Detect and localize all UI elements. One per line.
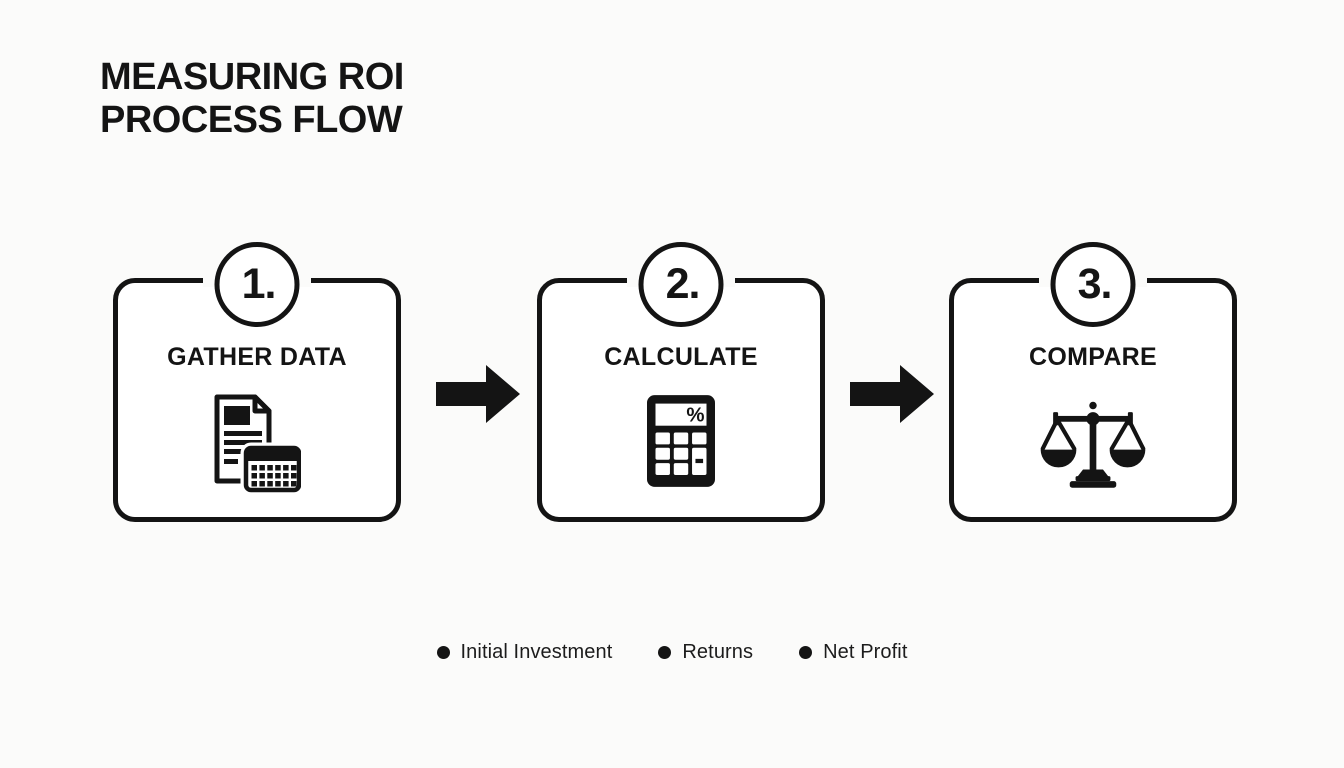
legend: Initial Investment Returns Net Profit xyxy=(0,641,1344,664)
arrow-right-icon xyxy=(436,365,520,423)
page-title-line1: MEASURING ROI xyxy=(100,56,404,98)
step-label: COMPARE xyxy=(1028,343,1158,371)
step-number-badge: 2. xyxy=(638,242,724,327)
legend-label: Initial Investment xyxy=(460,641,613,663)
step-label: GATHER DATA xyxy=(167,343,347,371)
bullet-dot-icon xyxy=(658,646,672,659)
bullet-dot-icon xyxy=(436,646,450,659)
legend-item-initial-investment: Initial Investment xyxy=(436,641,613,664)
document-calendar-icon xyxy=(213,393,301,493)
step-number: 2. xyxy=(665,260,701,308)
legend-label: Net Profit xyxy=(823,641,908,663)
calculator-icon: % xyxy=(647,395,715,487)
page-title: MEASURING ROI PROCESS FLOW xyxy=(100,56,404,142)
step-number: 1. xyxy=(241,260,277,308)
step-number-badge: 3. xyxy=(1050,242,1136,327)
step-card-gather-data: 1. GATHER DATA xyxy=(113,242,401,522)
step-card-compare: 3. COMPARE xyxy=(949,242,1237,522)
step-label: CALCULATE xyxy=(604,343,758,371)
step-number: 3. xyxy=(1077,260,1113,308)
legend-item-returns: Returns xyxy=(658,641,753,664)
arrow-right-icon xyxy=(850,365,934,423)
svg-text:%: % xyxy=(686,404,704,426)
bullet-dot-icon xyxy=(799,646,813,659)
balance-scales-icon xyxy=(1039,401,1147,489)
legend-item-net-profit: Net Profit xyxy=(799,641,907,664)
step-number-badge: 1. xyxy=(214,242,300,327)
legend-label: Returns xyxy=(682,641,754,663)
step-card-calculate: 2. CALCULATE % xyxy=(537,242,825,522)
page-title-line2: PROCESS FLOW xyxy=(100,99,403,141)
